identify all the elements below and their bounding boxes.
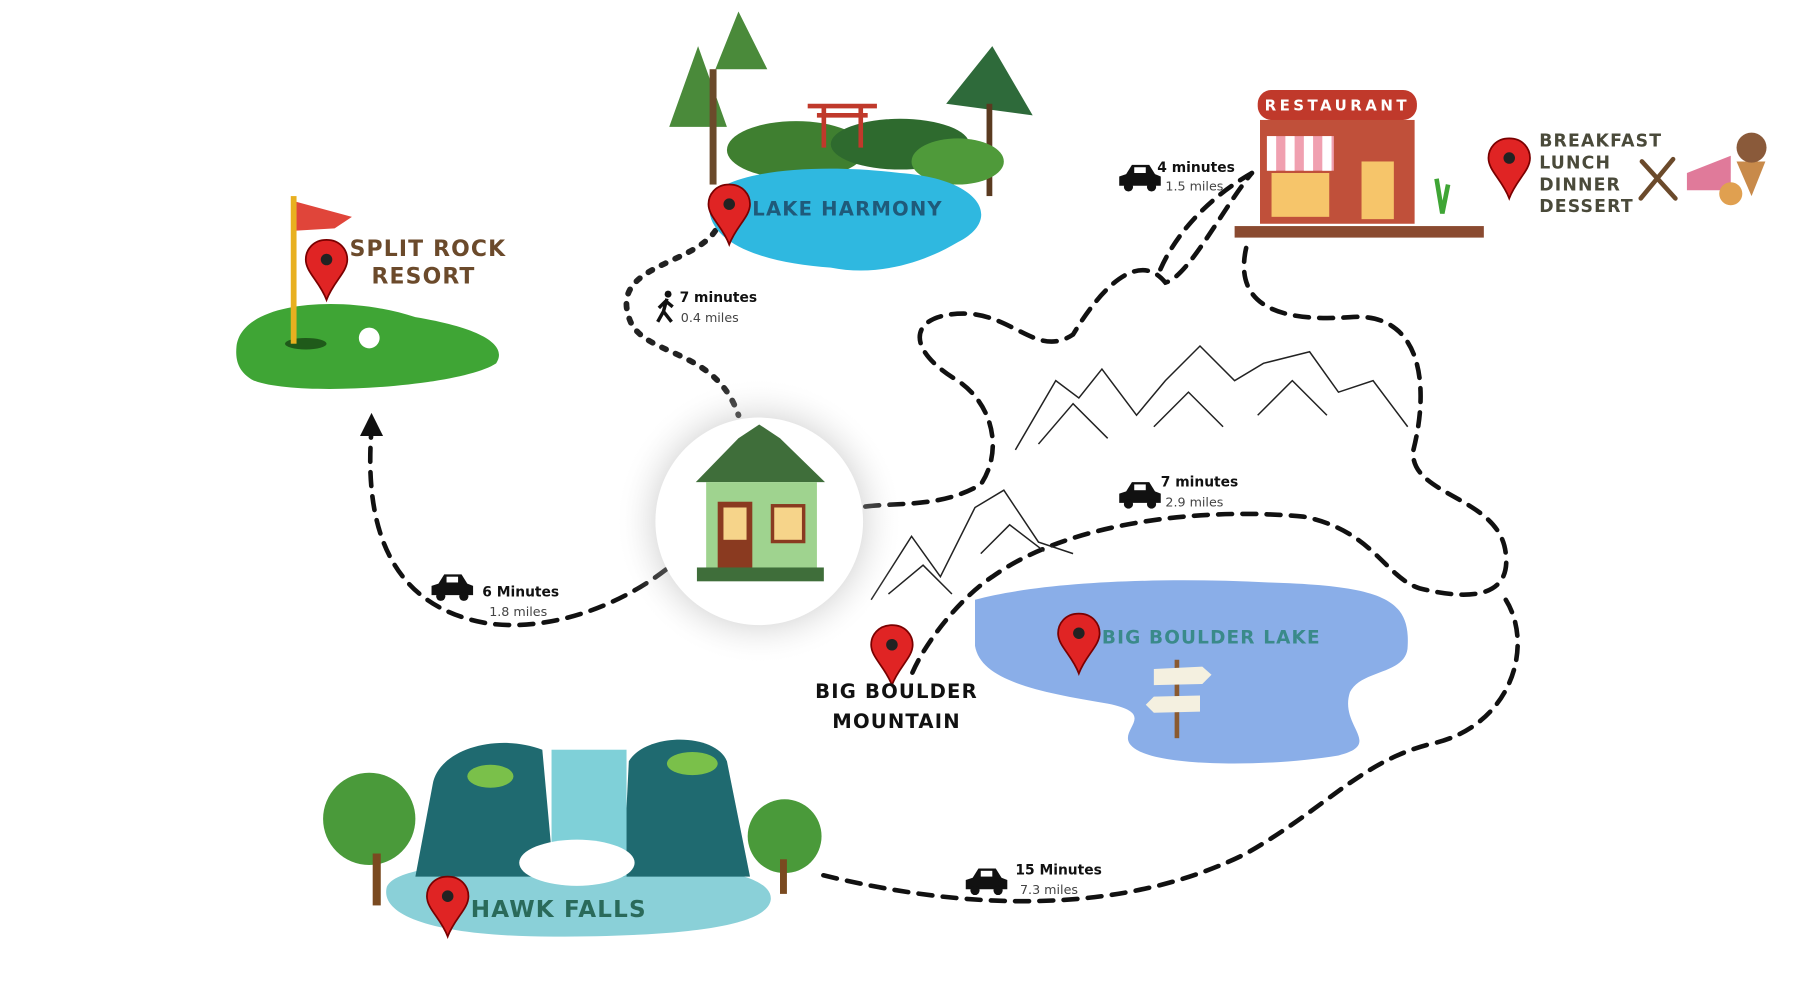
footprint-path bbox=[623, 227, 742, 419]
car-icon bbox=[1119, 164, 1161, 192]
restaurant-pin-icon bbox=[1487, 137, 1531, 200]
big-boulder-lake-label[interactable]: BIG BOULDER LAKE bbox=[1102, 628, 1321, 649]
walking-person-icon bbox=[656, 290, 674, 323]
split-rock-resort-illustration bbox=[236, 196, 499, 389]
fork-spoon-icon bbox=[1638, 156, 1678, 201]
big-boulder-mountain-pin-icon[interactable] bbox=[870, 624, 914, 686]
lake-harmony-label[interactable]: LAKE HARMONY bbox=[752, 198, 942, 221]
big-boulder-mountain-label-line1[interactable]: BIG BOULDER bbox=[815, 680, 978, 703]
big-boulder-mountain-label-line2[interactable]: MOUNTAIN bbox=[832, 710, 961, 733]
car-icon bbox=[1119, 482, 1161, 509]
hawk-falls-route-distance: 7.3 miles bbox=[1020, 882, 1078, 897]
walk-distance: 0.4 miles bbox=[681, 310, 739, 325]
meal-dinner: DINNER bbox=[1539, 175, 1621, 195]
split-rock-route-time: 6 Minutes bbox=[482, 584, 559, 600]
boulder-route-distance: 2.9 miles bbox=[1165, 494, 1223, 509]
split-rock-route-distance: 1.8 miles bbox=[489, 604, 547, 619]
car-icon bbox=[431, 574, 474, 601]
home-house-illustration[interactable] bbox=[615, 377, 904, 666]
arrow-head-icon bbox=[360, 412, 384, 436]
meal-breakfast: BREAKFAST bbox=[1539, 131, 1662, 151]
restaurant-illustration[interactable] bbox=[1234, 89, 1484, 238]
meal-lunch: LUNCH bbox=[1539, 153, 1611, 173]
boulder-route-time: 7 minutes bbox=[1161, 475, 1239, 491]
route-to-restaurant bbox=[1157, 170, 1255, 274]
car-icon bbox=[965, 868, 1008, 896]
split-rock-label-line1[interactable]: SPLIT ROCK bbox=[350, 237, 507, 262]
mountains-sketch bbox=[870, 344, 1409, 601]
meal-dessert: DESSERT bbox=[1539, 197, 1634, 217]
route-loop-mountains bbox=[819, 170, 1255, 528]
big-boulder-lake-illustration[interactable] bbox=[975, 580, 1408, 764]
hawk-falls-illustration[interactable] bbox=[323, 739, 822, 938]
split-rock-label-line2[interactable]: RESORT bbox=[372, 265, 476, 290]
restaurant-route-distance: 1.5 miles bbox=[1165, 178, 1223, 193]
desserts-icon bbox=[1686, 132, 1767, 206]
walk-time: 7 minutes bbox=[680, 290, 758, 306]
restaurant-sign: RESTAURANT bbox=[1265, 97, 1410, 115]
hawk-falls-label[interactable]: HAWK FALLS bbox=[471, 897, 647, 923]
hawk-falls-route-time: 15 Minutes bbox=[1015, 862, 1101, 878]
route-to-hawk-falls bbox=[816, 597, 1520, 904]
lake-harmony-illustration bbox=[669, 11, 1033, 271]
restaurant-route-time: 4 minutes bbox=[1157, 160, 1235, 176]
